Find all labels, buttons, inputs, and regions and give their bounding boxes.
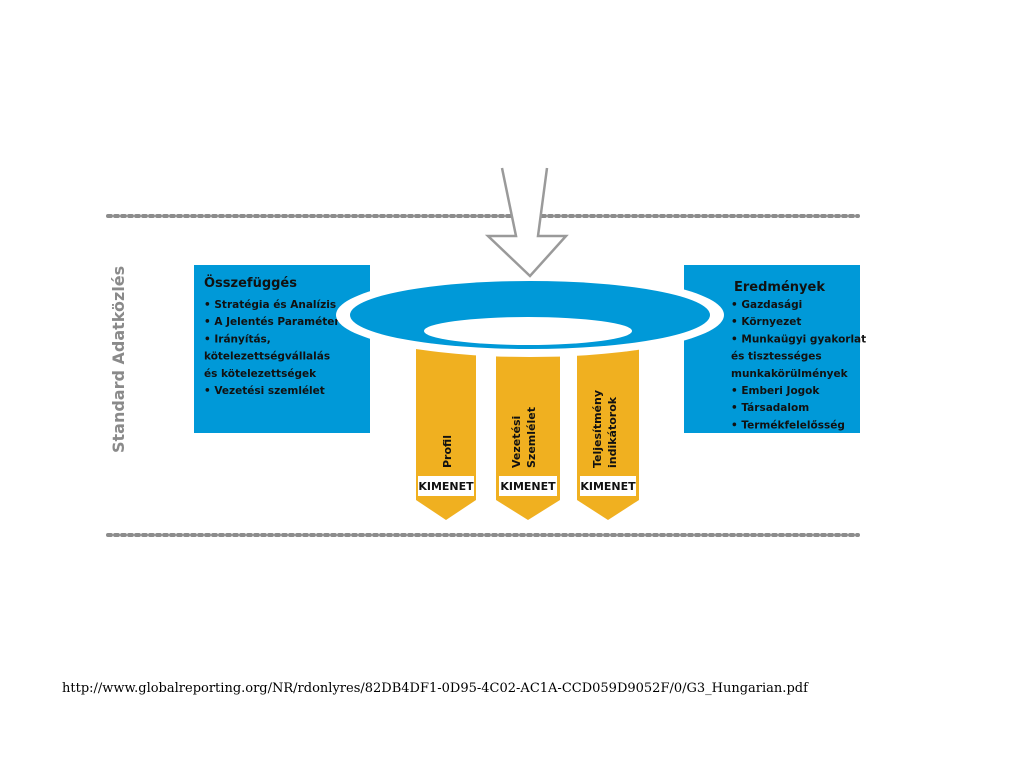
right-box-item: • Munkaügyi gyakorlat (731, 333, 866, 345)
left-box-items: • Stratégia és Analízis • A Jelentés Para… (204, 299, 350, 397)
column-teljesitmeny-shape (577, 338, 639, 520)
right-box-item: • Emberi Jogok (731, 385, 820, 397)
right-box-item: • Környezet (731, 316, 801, 328)
left-box-item: kötelezettségvállalás (204, 351, 330, 363)
column-vezetesi-shape (496, 338, 560, 520)
column-profil-shape (416, 338, 476, 520)
column-vezetesi-label-1: Vezetési (510, 416, 523, 468)
left-box (194, 265, 370, 433)
column-teljesitmeny-label-1: Teljesítmény (591, 390, 604, 468)
right-box-items: • Gazdasági • Környezet • Munkaügyi gyakor… (731, 299, 866, 431)
column-teljesitmeny-output: KIMENET (580, 480, 636, 493)
column-teljesitmeny: KIMENET Teljesítmény indikátorok (577, 338, 639, 520)
left-box-title: Összefüggés (204, 275, 297, 291)
right-box-item: munkakörülmények (731, 368, 849, 380)
left-box-item: és kötelezettségek (204, 368, 317, 380)
right-box-item: és tisztességes (731, 351, 822, 363)
column-vezetesi: KIMENET Vezetési Szemlélet (496, 338, 560, 520)
column-teljesitmeny-output-bg (580, 476, 636, 496)
right-box-item: • Termékfelelősség (731, 419, 845, 431)
right-box (684, 265, 860, 433)
source-url: http://www.globalreporting.org/NR/rdonly… (62, 681, 808, 696)
column-teljesitmeny-label-2: indikátorok (606, 396, 619, 468)
left-box-item: • Stratégia és Analízis (204, 299, 336, 311)
input-arrow (484, 167, 569, 278)
column-vezetesi-output-bg (499, 476, 557, 496)
column-profil-output-bg (418, 476, 474, 496)
column-vezetesi-output: KIMENET (500, 480, 556, 493)
left-box-item: • A Jelentés Paraméterei (204, 316, 350, 328)
side-label: Standard Adatközlés (109, 266, 128, 453)
column-profil-label: Profil (441, 435, 454, 468)
right-box-item: • Gazdasági (731, 299, 802, 311)
right-box-title: Eredmények (734, 280, 825, 295)
column-profil-output: KIMENET (418, 480, 474, 493)
ring-inner (424, 317, 632, 345)
left-box-item: • Vezetési szemlélet (204, 385, 325, 397)
right-box-item: • Társadalom (731, 402, 809, 414)
column-vezetesi-label-2: Szemlélet (525, 407, 538, 468)
left-box-item: • Irányítás, (204, 333, 271, 345)
column-profil: KIMENET Profil (416, 338, 476, 520)
